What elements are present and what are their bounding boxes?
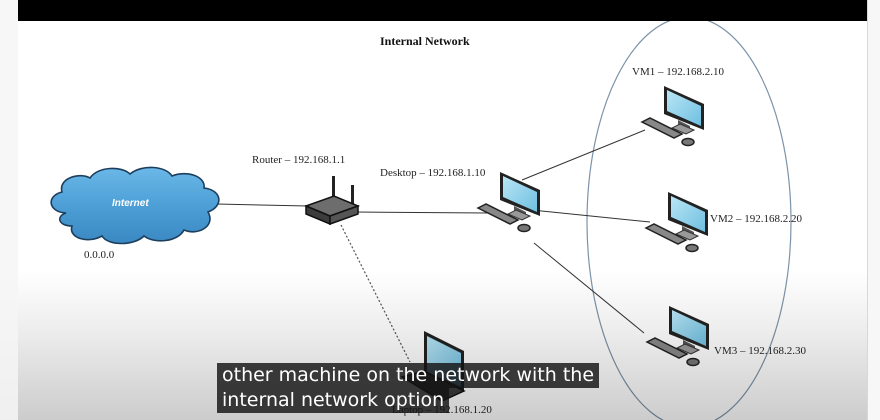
internet-address-label: 0.0.0.0 <box>84 249 115 261</box>
vm1-label: VM1 – 192.168.2.10 <box>632 66 724 78</box>
link-desktop-vm2 <box>531 209 651 223</box>
vm3-computer-icon <box>646 305 710 367</box>
network-diagram: Internal Network Internet 0.0.0.0 Router… <box>18 0 867 420</box>
link-desktop-vm3 <box>533 242 645 334</box>
vm2-computer-icon <box>645 191 709 253</box>
vm1-computer-icon <box>641 85 705 147</box>
internet-label: Internet <box>112 198 149 209</box>
caption-line-1: other machine on the network with the <box>217 363 600 388</box>
link-router-desktop <box>355 211 489 214</box>
router-icon <box>303 176 361 226</box>
vm2-label: VM2 – 192.168.2.20 <box>710 213 802 225</box>
vm3-label: VM3 – 192.168.2.30 <box>714 345 806 357</box>
video-frame: Internal Network Internet 0.0.0.0 Router… <box>18 0 868 420</box>
caption-line-2: internal network option <box>217 388 450 413</box>
diagram-title: Internal Network <box>380 34 470 48</box>
cloud-icon <box>50 166 220 245</box>
desktop-computer-icon <box>477 171 541 233</box>
link-router-laptop <box>340 224 411 363</box>
top-black-bar <box>18 0 867 21</box>
video-captions: other machine on the network with the in… <box>217 363 600 413</box>
left-margin <box>0 270 18 420</box>
router-label: Router – 192.168.1.1 <box>252 154 346 166</box>
link-internet-router <box>215 203 309 207</box>
link-desktop-vm1 <box>521 129 646 181</box>
desktop-label: Desktop – 192.168.1.10 <box>380 167 486 179</box>
